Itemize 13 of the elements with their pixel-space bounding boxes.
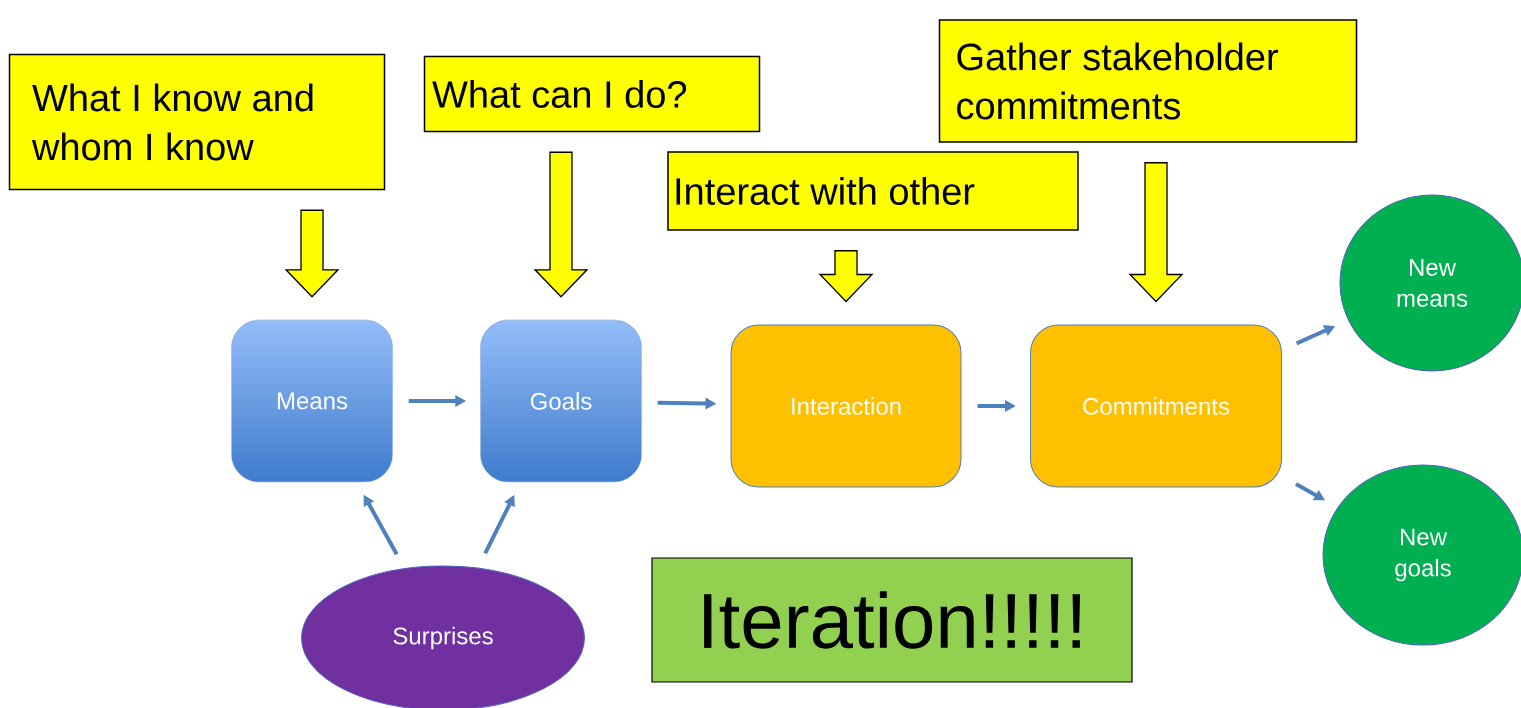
process-box: Interaction bbox=[730, 324, 962, 488]
process-box: Commitments bbox=[1030, 324, 1282, 488]
block-arrow bbox=[1128, 162, 1184, 303]
block-arrow bbox=[533, 151, 589, 298]
note-box: Gather stakeholder commitments bbox=[938, 19, 1358, 143]
process-box: Goals bbox=[480, 319, 642, 483]
block-arrow bbox=[818, 250, 874, 303]
banner-box: Iteration!!!!! bbox=[651, 557, 1133, 683]
note-box: Interact with other bbox=[667, 151, 1079, 231]
note-box: What can I do? bbox=[423, 55, 761, 133]
process-box: Means bbox=[231, 319, 393, 483]
block-arrow bbox=[284, 209, 340, 298]
note-box: What I know and whom I know bbox=[8, 53, 386, 191]
